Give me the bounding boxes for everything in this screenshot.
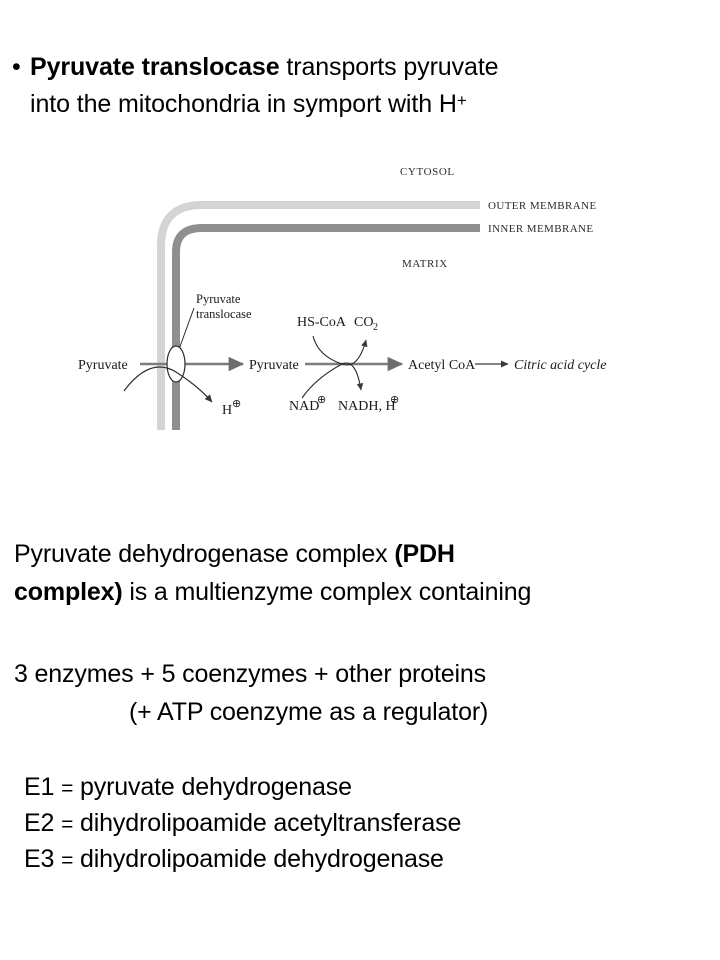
pdh-rest-text: is a multienzyme complex containing <box>122 578 532 606</box>
label-inner-membrane: INNER MEMBRANE <box>488 223 594 235</box>
translocase-leader-line <box>177 307 195 353</box>
label-outer-membrane: OUTER MEMBRANE <box>488 200 597 212</box>
bullet-line-1: • Pyruvate translocase transports pyruva… <box>12 50 702 84</box>
hs-coa-input-arrow <box>312 335 368 366</box>
proton-superscript: + <box>456 91 467 110</box>
enzyme-list: E1 = pyruvate dehydrogenase E2 = dihydro… <box>24 770 714 878</box>
label-nad-charge: ⊕ <box>317 394 326 406</box>
nad-input-nadh-output-arrow <box>301 362 364 399</box>
pdh-bold-part-1: (PDH <box>394 540 455 568</box>
bullet-block: • Pyruvate translocase transports pyruva… <box>12 50 702 121</box>
bullet-line-2-text: into the mitochondria in symport with H <box>30 90 457 118</box>
translocase-pore-icon <box>166 345 186 383</box>
label-matrix: MATRIX <box>402 258 448 270</box>
bullet-rest-line-1: transports pyruvate <box>279 53 499 81</box>
proton-symport-arrow <box>123 366 213 403</box>
bullet-marker: • <box>12 53 21 81</box>
enzyme-equals: = <box>61 777 74 800</box>
outer-membrane-shape <box>157 201 480 430</box>
enzyme-name: dihydrolipoamide acetyltransferase <box>80 809 462 837</box>
paragraph-enzyme-composition: 3 enzymes + 5 coenzymes + other proteins… <box>14 655 714 731</box>
label-pyruvate-matrix: Pyruvate <box>249 358 299 373</box>
enzyme-id: E3 <box>24 845 55 873</box>
label-co2-subscript: 2 <box>373 322 378 333</box>
enzyme-id: E1 <box>24 773 55 801</box>
paragraph-pdh-complex: Pyruvate dehydrogenase complex (PDH comp… <box>14 535 714 611</box>
enzyme-count-line: 3 enzymes + 5 coenzymes + other proteins <box>14 660 487 688</box>
label-nadh-charge: ⊕ <box>390 394 399 406</box>
label-citric-acid-cycle: Citric acid cycle <box>514 358 607 373</box>
enzyme-list-item: E1 = pyruvate dehydrogenase <box>24 770 714 806</box>
pdh-bold-part-2: complex) <box>14 578 123 606</box>
bullet-text-line-2: into the mitochondria in symport with H+ <box>30 84 467 121</box>
mitochondrion-transport-figure: CYTOSOL OUTER MEMBRANE INNER MEMBRANE MA… <box>0 150 720 450</box>
enzyme-equals: = <box>61 813 74 836</box>
label-hs-coa: HS-CoA <box>297 315 347 330</box>
label-co2: CO <box>354 315 373 330</box>
enzyme-equals: = <box>61 849 74 872</box>
bullet-text-line-1: Pyruvate translocase transports pyruvate <box>30 50 499 84</box>
pdh-lead-text: Pyruvate dehydrogenase complex <box>14 540 395 568</box>
label-pyruvate-cytosol: Pyruvate <box>78 358 128 373</box>
label-acetyl-coa: Acetyl CoA <box>408 358 476 373</box>
label-nadh: NADH, H <box>338 399 396 414</box>
label-translocase-line-2: translocase <box>196 307 252 321</box>
bullet-bold-term: Pyruvate translocase <box>30 53 280 81</box>
label-translocase-line-1: Pyruvate <box>196 292 241 306</box>
label-nad: NAD <box>289 399 319 414</box>
label-cytosol: CYTOSOL <box>400 166 455 178</box>
enzyme-name: dihydrolipoamide dehydrogenase <box>80 845 444 873</box>
inner-membrane-shape <box>172 224 480 430</box>
enzyme-name: pyruvate dehydrogenase <box>80 773 352 801</box>
atp-regulator-line: (+ ATP coenzyme as a regulator) <box>129 698 489 726</box>
bullet-line-2: into the mitochondria in symport with H+ <box>12 84 702 121</box>
label-proton: H <box>222 403 232 418</box>
label-proton-charge: ⊕ <box>232 398 241 410</box>
enzyme-id: E2 <box>24 809 55 837</box>
enzyme-list-item: E2 = dihydrolipoamide acetyltransferase <box>24 806 714 842</box>
enzyme-list-item: E3 = dihydrolipoamide dehydrogenase <box>24 842 714 878</box>
